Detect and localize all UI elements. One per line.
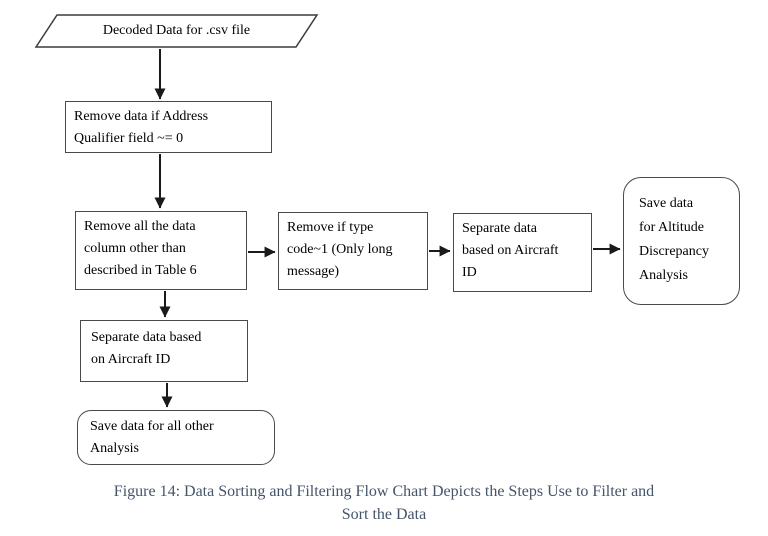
- flow-arrows: [154, 49, 621, 408]
- node-start: Decoded Data for .csv file: [102, 23, 251, 38]
- node-remove-address-qualifier: Remove data if Address Qualifier field ~…: [65, 101, 272, 153]
- node-remove-columns: Remove all the data column other than de…: [75, 211, 247, 290]
- start-parallelogram-shape: [34, 14, 319, 48]
- node-separate-aircraft-bottom: Separate data based on Aircraft ID: [80, 320, 248, 382]
- node-remove-type-code: Remove if type code~1 (Only long message…: [278, 212, 428, 290]
- node-save-altitude-analysis: Save data for Altitude Discrepancy Analy…: [623, 177, 740, 305]
- figure-caption: Figure 14: Data Sorting and Filtering Fl…: [113, 483, 655, 523]
- node-save-other-analysis: Save data for all other Analysis: [77, 410, 275, 465]
- node-separate-aircraft-right: Separate data based on Aircraft ID: [453, 213, 592, 292]
